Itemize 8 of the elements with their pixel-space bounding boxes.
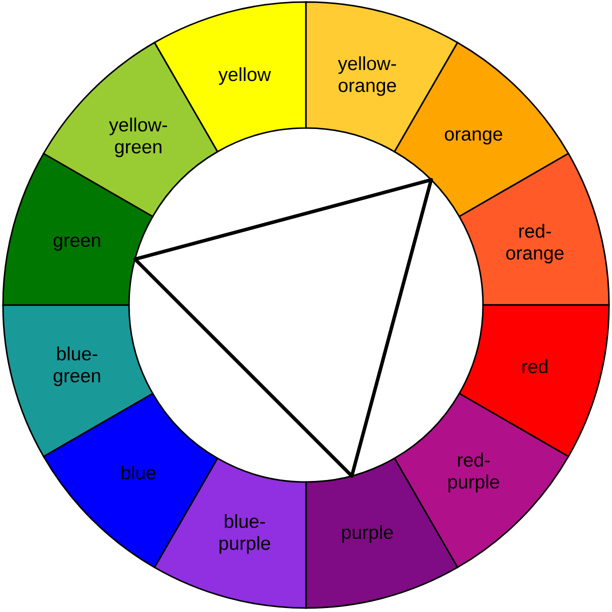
color-segment: yellow- green [42, 42, 218, 218]
triangle-side [133, 257, 354, 478]
color-segment: red- orange [458, 152, 610, 306]
color-segment: red- purple [394, 392, 570, 568]
color-segment: blue- green [2, 304, 154, 458]
triangle-side [133, 178, 433, 261]
color-segment: blue [42, 392, 218, 568]
triangle-side [350, 178, 433, 478]
